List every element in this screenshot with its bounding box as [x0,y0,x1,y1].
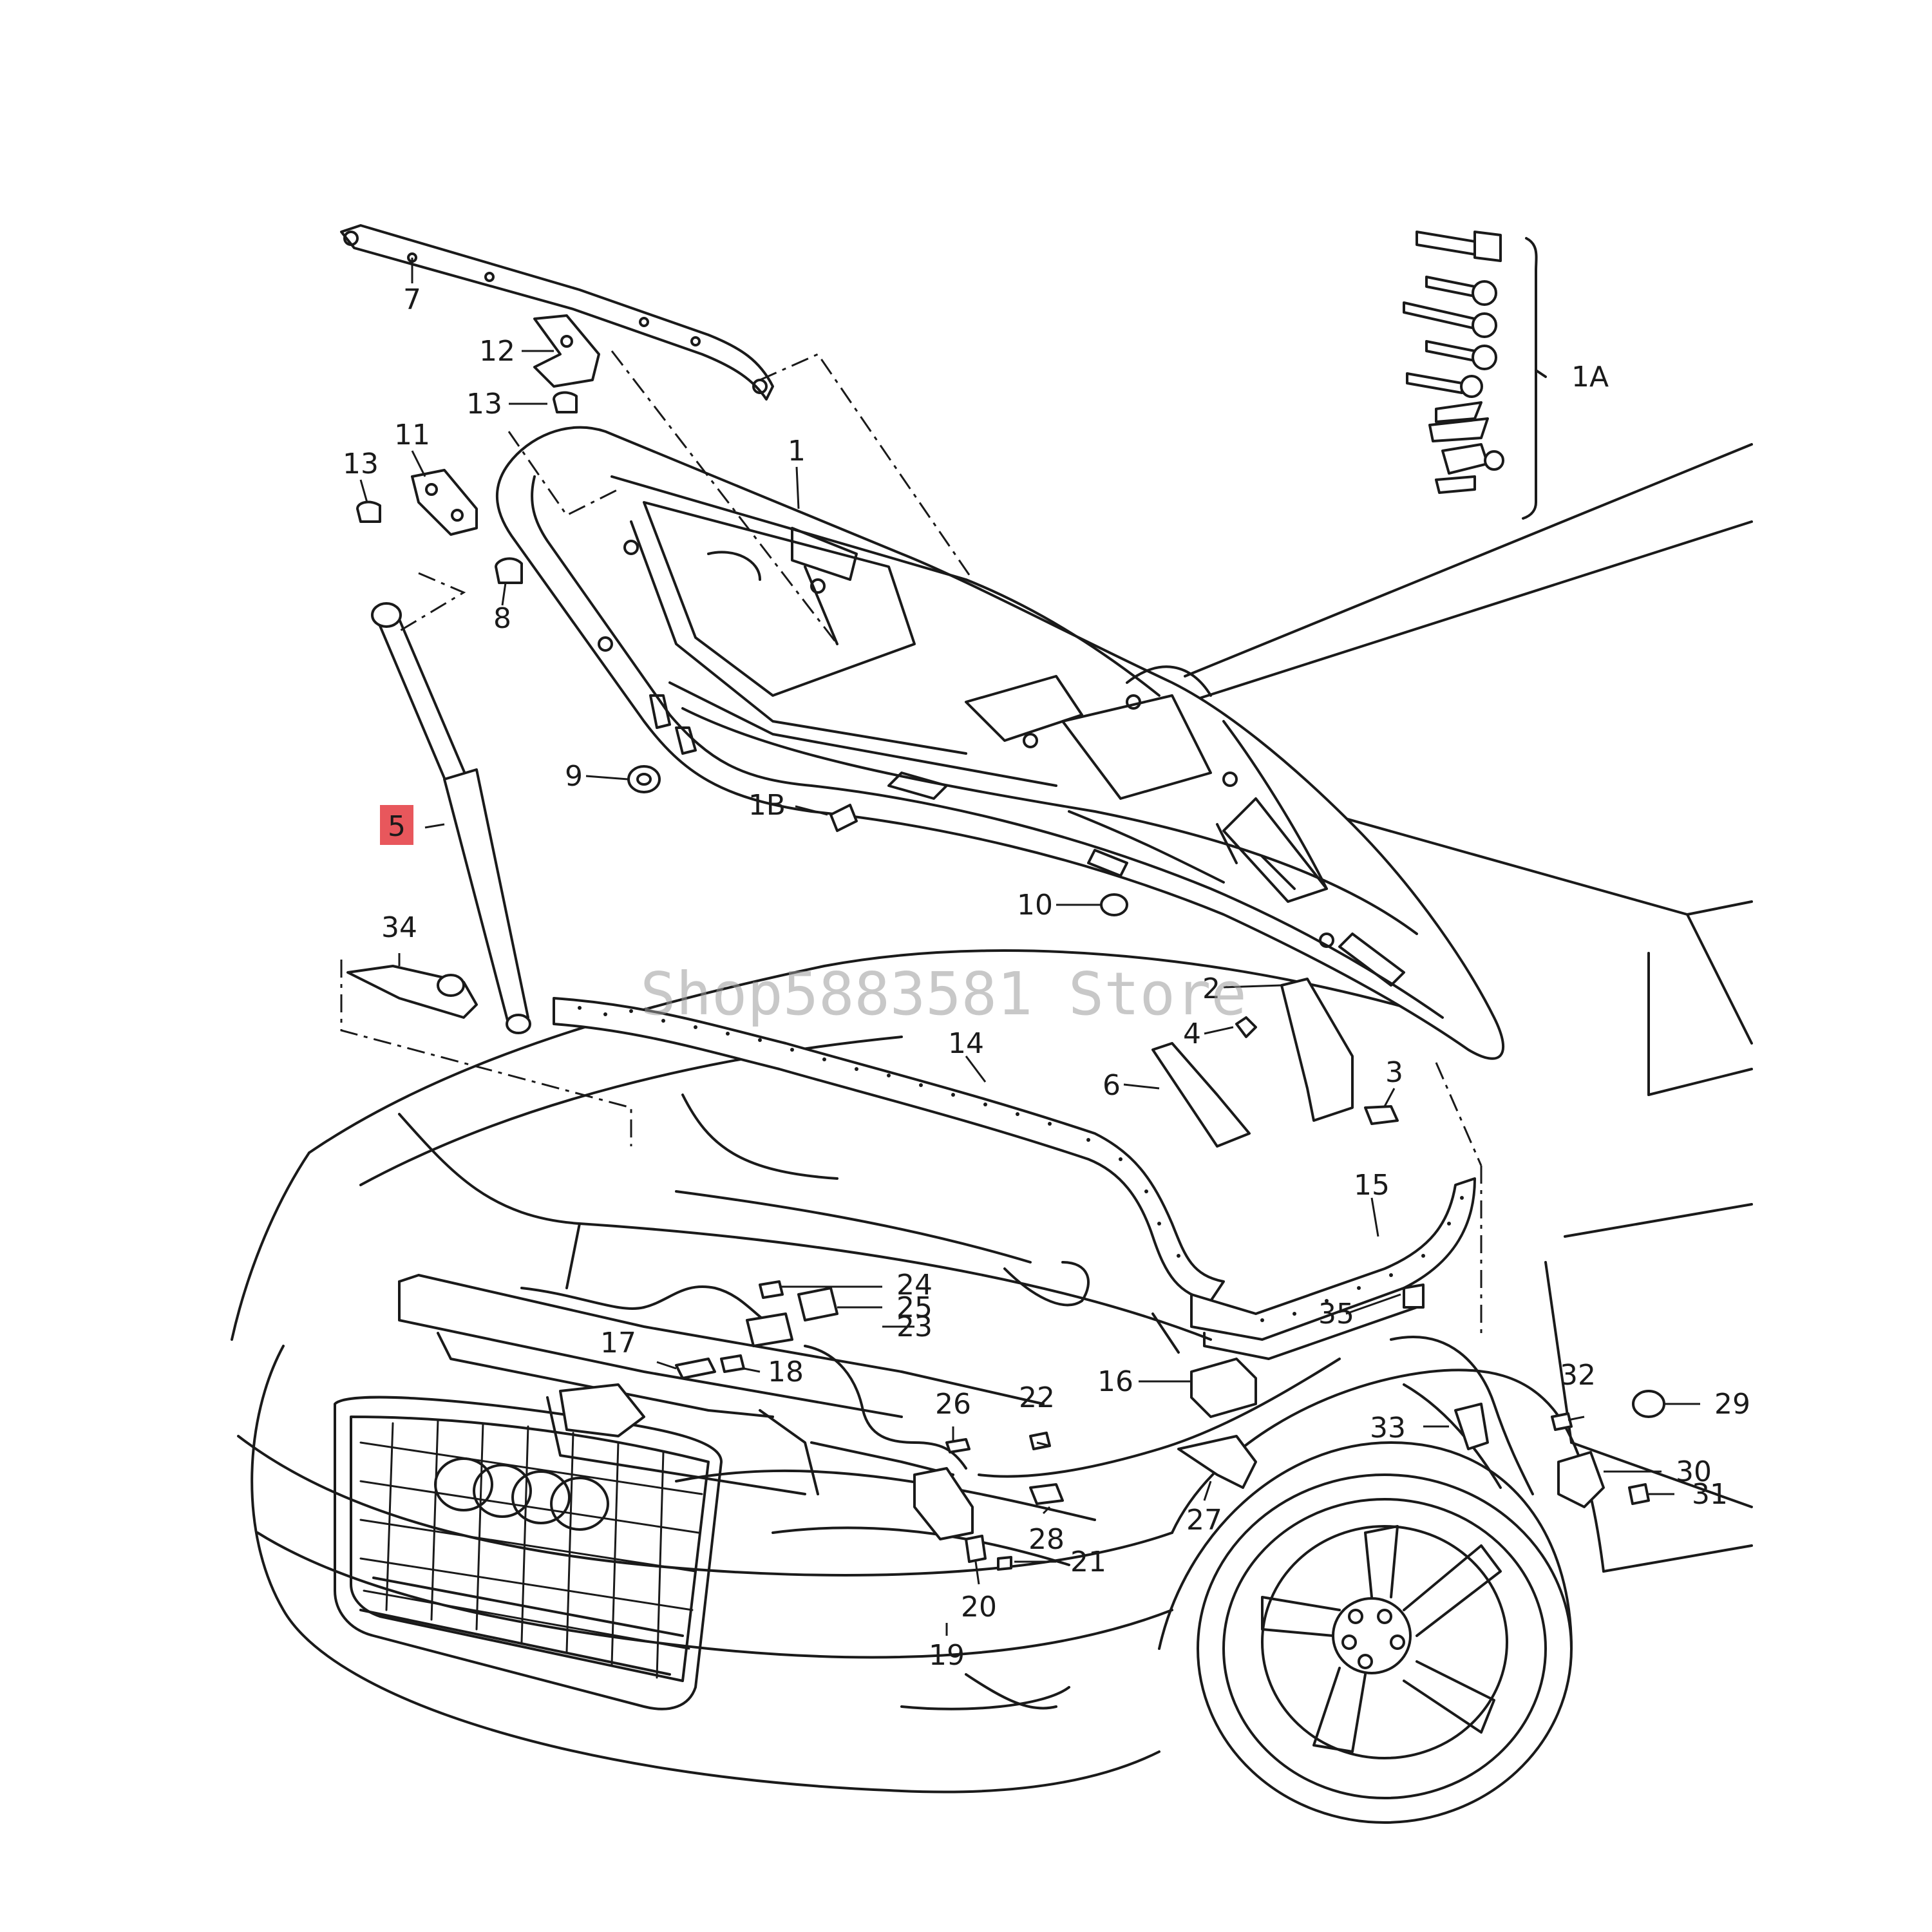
callout-17: 17 [600,1327,636,1359]
nut-4 [1235,1016,1257,1038]
catch-30 [1557,1451,1605,1508]
bracket-34 [346,965,478,1019]
nut-13-left [356,500,381,523]
store-watermark: Shop5883581 Store [640,960,1247,1028]
grommet-29 [1632,1390,1665,1418]
bracket-33 [1454,1403,1489,1450]
callout-5: 5 [388,810,406,843]
lock-carrier [398,1274,1045,1495]
hinge-11 [411,469,478,536]
callout-21: 21 [1070,1546,1106,1578]
callout-11: 11 [394,419,430,451]
bolt-32 [1551,1412,1573,1431]
bolt-18 [720,1354,745,1373]
callout-34: 34 [381,911,417,944]
bolt-3 [1364,1105,1399,1125]
clip-31 [1628,1483,1650,1505]
callout-29: 29 [1714,1388,1750,1421]
grommet-10 [1100,893,1128,916]
clip-21 [997,1556,1012,1571]
assembly-lines [340,350,1482,1333]
label-1B [829,804,858,832]
nut-13-upper [553,391,578,413]
callout-8: 8 [493,602,511,635]
car-body-outline [231,443,1753,1794]
gas-strut [371,602,531,1034]
callout-16: 16 [1097,1365,1133,1398]
clip-28 [1029,1483,1064,1505]
callout-26: 26 [935,1388,971,1421]
callout-13-upper: 13 [466,388,502,421]
callout-22: 22 [1019,1381,1055,1414]
callout-14: 14 [948,1027,984,1060]
sleeve-26 [945,1438,971,1454]
callout-30: 30 [1676,1455,1712,1488]
callout-15: 15 [1354,1169,1390,1202]
guide-17 [675,1358,716,1379]
callout-4: 4 [1183,1018,1201,1050]
callout-28: 28 [1028,1523,1065,1556]
bolt-22 [1029,1432,1051,1450]
callout-9: 9 [565,760,583,793]
cable-joint-23 [746,1312,793,1347]
callout-18: 18 [768,1356,804,1388]
callout-labels: 1 1A 1B 2 3 4 5 6 7 8 9 10 11 12 13 13 1… [343,283,1750,1672]
hood-hinge-2 [1280,978,1354,1122]
callout-1A: 1A [1571,361,1609,393]
clip-35 [1403,1283,1425,1309]
callout-33: 33 [1370,1412,1406,1444]
seal-strip-texture [578,1006,1464,1322]
hood-panel [495,426,1505,1060]
callout-23: 23 [896,1311,933,1343]
callout-27: 27 [1186,1504,1222,1537]
seal-strip-15 [1190,1177,1476,1360]
callout-24: 24 [896,1269,933,1302]
callout-32: 32 [1560,1359,1596,1392]
pad-16 [1190,1358,1257,1418]
callout-13-left: 13 [343,448,379,480]
callout-31: 31 [1692,1478,1728,1511]
callout-10: 10 [1017,889,1053,922]
callout-19: 19 [929,1639,965,1672]
callout-25: 25 [896,1291,933,1324]
clip-25 [797,1287,838,1321]
hood-lock-19 [913,1467,974,1540]
leader-lines [359,258,1700,1636]
release-cables [520,1285,1534,1495]
front-wheel [1158,1441,1573,1824]
callout-12: 12 [479,335,515,368]
brand-rings-logo [434,1457,609,1531]
clip-24 [759,1280,784,1299]
buffer-8 [495,557,523,584]
callout-1B: 1B [748,789,786,822]
grommet-9 [627,765,661,793]
callout-1: 1 [788,435,806,468]
switch-20 [965,1535,987,1563]
callout-7: 7 [403,283,421,316]
highlight-box-part-5 [380,805,413,845]
fastener-group-1A [1403,231,1547,520]
seal-strip-14 [553,997,1225,1302]
grille-mesh [359,1419,703,1679]
callout-35: 35 [1318,1298,1354,1331]
front-grille [334,1396,723,1710]
bracket-6 [1151,1042,1251,1148]
callout-6: 6 [1103,1069,1121,1102]
bracket-27 [1177,1435,1257,1489]
callout-3: 3 [1385,1056,1403,1089]
bracket-12 [533,314,600,388]
callout-2: 2 [1202,972,1220,1005]
callout-20: 20 [961,1591,997,1624]
